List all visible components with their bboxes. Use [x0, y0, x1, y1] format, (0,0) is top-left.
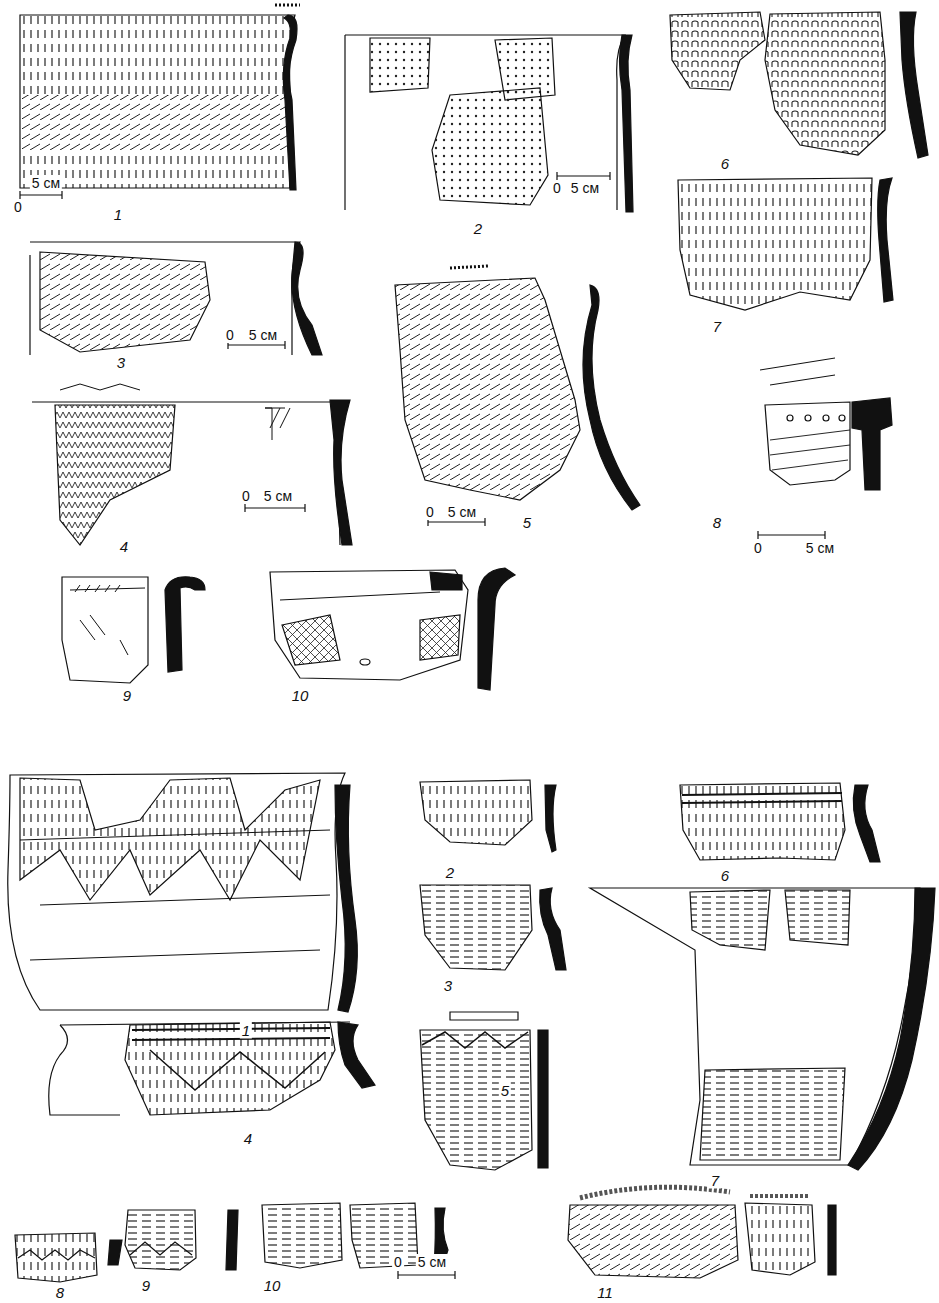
scale-label: 0 [392, 1254, 404, 1270]
callout-number: 5 [499, 1082, 511, 1099]
callout-number: 11 [595, 1283, 615, 1300]
scale-label: 0 [752, 540, 764, 556]
callout-number: 9 [140, 1277, 152, 1294]
scale-label: 5 см [30, 175, 62, 191]
callout-number: 3 [115, 354, 127, 371]
callout-number: 4 [242, 1130, 254, 1147]
scale-label: 0 [551, 180, 563, 196]
callout-number: 10 [290, 687, 311, 704]
scale-label: 5 см [446, 504, 478, 520]
callout-number: 4 [118, 538, 130, 555]
callout-number: 2 [472, 220, 484, 237]
callout-number: 7 [709, 1172, 721, 1189]
callout-number: 5 [521, 514, 533, 531]
callout-number: 7 [711, 318, 723, 335]
scale-label: 5 см [416, 1254, 448, 1270]
scale-label: 0 [240, 488, 252, 504]
callout-number: 1 [112, 206, 124, 223]
scale-label: 0 [224, 327, 236, 343]
callout-number: 6 [719, 155, 731, 172]
callout-number: 8 [54, 1283, 66, 1300]
scale-label: 5 см [569, 180, 601, 196]
callout-number: 3 [442, 977, 454, 994]
scale-label: 5 см [804, 540, 836, 556]
callout-number: 8 [711, 514, 723, 531]
scale-label: 0 [12, 199, 24, 215]
scale-label: 5 см [262, 488, 294, 504]
callout-number: 10 [262, 1277, 283, 1294]
scale-label: 5 см [247, 327, 279, 343]
callout-number: 1 [240, 1022, 252, 1039]
callout-number: 2 [444, 864, 456, 881]
callout-number: 9 [121, 687, 133, 704]
callout-number: 6 [719, 867, 731, 884]
scale-label: 0 [424, 504, 436, 520]
